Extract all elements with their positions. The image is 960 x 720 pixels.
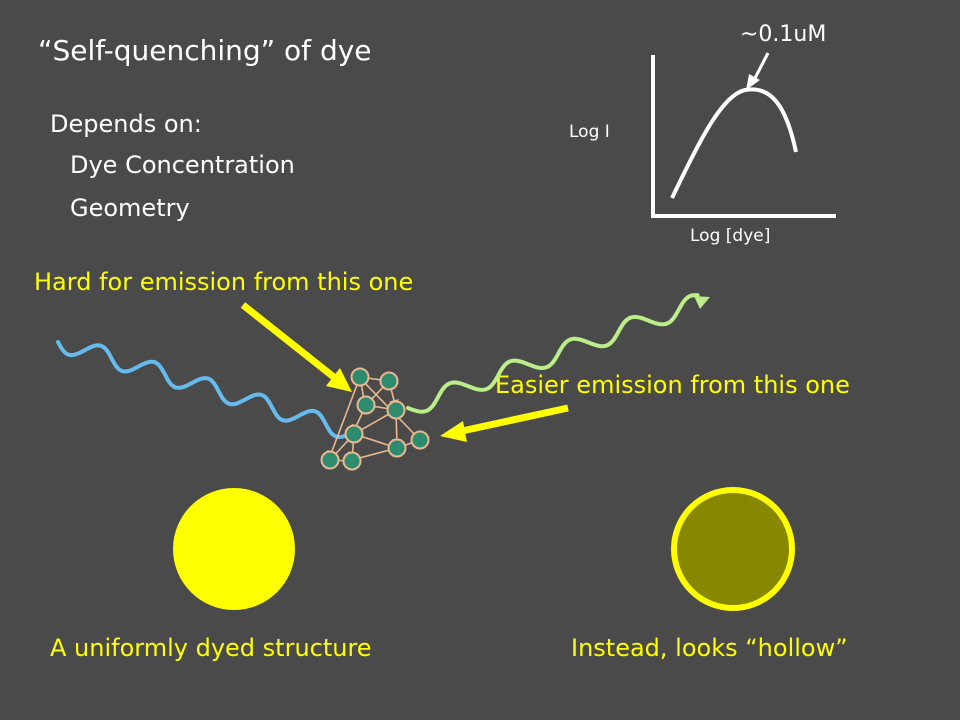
dye-molecule [356, 395, 376, 415]
peak-pointer-arrowhead [746, 74, 760, 90]
depends-item-geometry: Geometry [70, 194, 190, 222]
y-axis-label: Log I [569, 122, 610, 142]
emission-arrowhead [694, 296, 710, 309]
emission-wave [406, 293, 700, 414]
depends-heading: Depends on: [50, 110, 202, 138]
x-axis-label: Log [dye] [690, 226, 771, 246]
hard-emission-label: Hard for emission from this one [34, 268, 414, 296]
dye-molecule [342, 451, 362, 471]
excitation-wave [56, 340, 354, 439]
intensity-curve [670, 87, 798, 199]
depends-item-concentration: Dye Concentration [70, 151, 295, 179]
dye-molecule [379, 371, 399, 391]
hard-emission-arrow [240, 302, 352, 392]
easier-emission-label: Easier emission from this one [495, 371, 850, 399]
uniform-structure-circle [173, 488, 295, 610]
peak-label: ~0.1uM [740, 22, 827, 47]
dye-molecule [410, 430, 430, 450]
slide-title: “Self-quenching” of dye [38, 34, 372, 67]
dye-molecule [387, 438, 407, 458]
dye-molecule-cluster [320, 367, 430, 471]
dye-molecule [350, 367, 370, 387]
hollow-caption: Instead, looks “hollow” [571, 634, 848, 662]
uniform-caption: A uniformly dyed structure [50, 634, 372, 662]
concentration-graph [651, 52, 836, 218]
dye-molecule [320, 450, 340, 470]
easier-emission-arrow [440, 404, 569, 442]
hollow-structure-circle [671, 487, 795, 611]
dye-molecule [386, 400, 406, 420]
dye-molecule [344, 424, 364, 444]
